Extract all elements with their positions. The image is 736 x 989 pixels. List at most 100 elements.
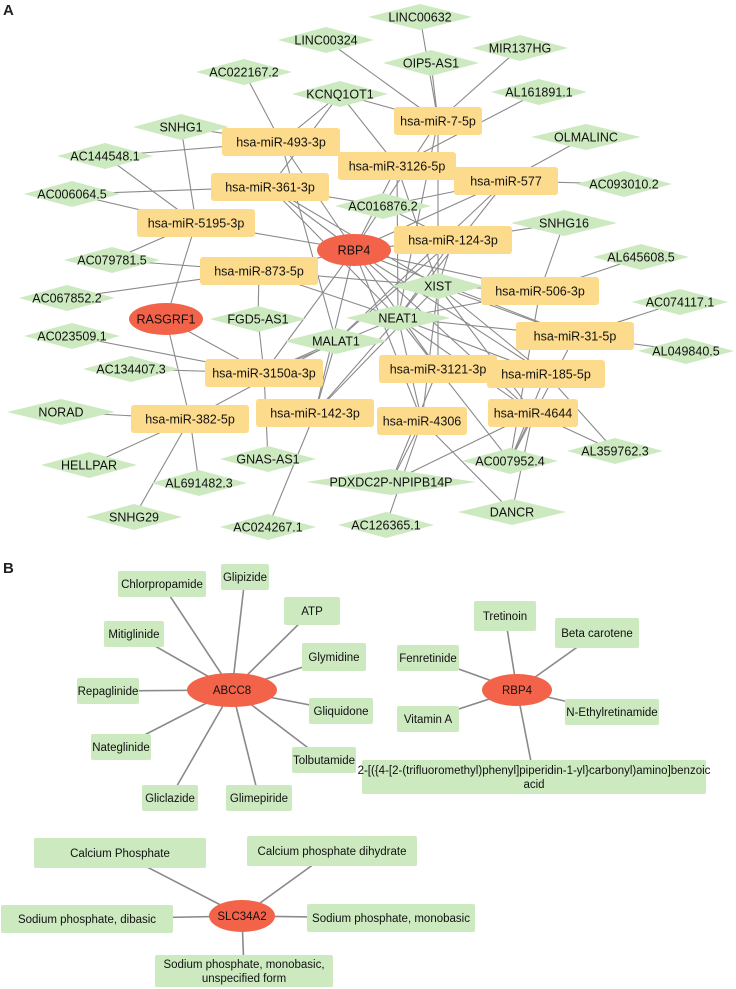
node-olmalinc[interactable]: OLMALINC bbox=[531, 124, 641, 150]
node-ac007952-4[interactable]: AC007952.4 bbox=[462, 448, 558, 474]
node-kcnq1ot1[interactable]: KCNQ1OT1 bbox=[292, 81, 388, 107]
node-fgd5-as1[interactable]: FGD5-AS1 bbox=[210, 306, 306, 332]
node-ac067852-2[interactable]: AC067852.2 bbox=[19, 285, 115, 311]
node-hsa-mir-185-5p[interactable]: hsa-miR-185-5p bbox=[487, 360, 605, 388]
node-hsa-mir-873-5p[interactable]: hsa-miR-873-5p bbox=[200, 257, 318, 285]
gene-node-slc34a2[interactable]: SLC34A2 bbox=[209, 900, 275, 932]
node-ac079781-5[interactable]: AC079781.5 bbox=[64, 247, 160, 273]
drug-node-nateglinide[interactable]: Nateglinide bbox=[91, 734, 151, 760]
node-rbp4[interactable]: RBP4 bbox=[317, 234, 391, 266]
node-hsa-mir-142-3p[interactable]: hsa-miR-142-3p bbox=[256, 399, 374, 427]
node-gnas-as1[interactable]: GNAS-AS1 bbox=[220, 446, 316, 472]
node-hsa-mir-3126-5p[interactable]: hsa-miR-3126-5p bbox=[338, 152, 456, 180]
node-ac024267-1[interactable]: AC024267.1 bbox=[220, 514, 316, 540]
drug-node-glipizide[interactable]: Glipizide bbox=[221, 564, 269, 590]
drug-box bbox=[307, 904, 475, 932]
node-linc00632[interactable]: LINC00632 bbox=[368, 4, 472, 30]
node-pdxdc2p-npipb14p[interactable]: PDXDC2P-NPIPB14P bbox=[306, 469, 476, 495]
drug-node-gliclazide[interactable]: Gliclazide bbox=[142, 785, 198, 811]
drug-node-chlorpropamide[interactable]: Chlorpropamide bbox=[118, 571, 206, 597]
node-hsa-mir-577[interactable]: hsa-miR-577 bbox=[454, 167, 558, 195]
node-ac016876-2[interactable]: AC016876.2 bbox=[335, 193, 431, 219]
node-oip5-as1[interactable]: OIP5-AS1 bbox=[383, 50, 479, 76]
node-hsa-mir-3121-3p[interactable]: hsa-miR-3121-3p bbox=[379, 355, 497, 383]
node-snhg16[interactable]: SNHG16 bbox=[511, 210, 617, 236]
drug-node-tolbutamide[interactable]: Tolbutamide bbox=[292, 747, 356, 773]
drug-node-gliquidone[interactable]: Gliquidone bbox=[309, 698, 373, 724]
node-label: FGD5-AS1 bbox=[227, 313, 288, 327]
drug-node-fenretinide[interactable]: Fenretinide bbox=[397, 645, 459, 671]
node-hsa-mir-506-3p[interactable]: hsa-miR-506-3p bbox=[481, 277, 599, 305]
node-ac144548-1[interactable]: AC144548.1 bbox=[57, 143, 153, 169]
node-label: LINC00632 bbox=[388, 11, 451, 25]
node-ac134407-3[interactable]: AC134407.3 bbox=[83, 356, 179, 382]
node-label: AL359762.3 bbox=[581, 445, 648, 459]
drug-node-2-4-2-trifluoromethyl-phenyl-piperidin-1-yl-carbonyl-amino-benzoic-acid[interactable]: 2-[({4-[2-(trifluoromethyl)phenyl]piperi… bbox=[358, 760, 711, 794]
drug-node-beta-carotene[interactable]: Beta carotene bbox=[555, 618, 639, 648]
node-mir137hg[interactable]: MIR137HG bbox=[472, 35, 568, 61]
node-al691482-3[interactable]: AL691482.3 bbox=[151, 470, 247, 496]
drug-node-mitiglinide[interactable]: Mitiglinide bbox=[104, 621, 164, 647]
node-linc00324[interactable]: LINC00324 bbox=[278, 27, 374, 53]
node-label: hsa-miR-3126-5p bbox=[349, 160, 446, 174]
drug-label: Nateglinide bbox=[92, 742, 150, 754]
node-hsa-mir-361-3p[interactable]: hsa-miR-361-3p bbox=[211, 173, 329, 201]
node-label: RBP4 bbox=[338, 244, 371, 258]
drug-node-tretinoin[interactable]: Tretinoin bbox=[474, 601, 536, 631]
node-label: AL691482.3 bbox=[165, 477, 232, 491]
drug-node-n-ethylretinamide[interactable]: N-Ethylretinamide bbox=[565, 699, 659, 725]
gene-node-abcc8[interactable]: ABCC8 bbox=[187, 673, 277, 707]
drug-box bbox=[77, 678, 139, 704]
lncrna-diamond bbox=[346, 305, 450, 331]
lncrna-diamond bbox=[338, 512, 434, 538]
drug-node-vitamin-a[interactable]: Vitamin A bbox=[397, 706, 459, 732]
drug-box bbox=[474, 601, 536, 631]
node-snhg29[interactable]: SNHG29 bbox=[86, 504, 182, 530]
drug-node-sodium-phosphate-monobasic-unspecified-form[interactable]: Sodium phosphate, monobasic,unspecified … bbox=[155, 955, 333, 987]
node-hsa-mir-4306[interactable]: hsa-miR-4306 bbox=[377, 407, 467, 435]
drug-node-repaglinide[interactable]: Repaglinide bbox=[77, 678, 139, 704]
node-hsa-mir-31-5p[interactable]: hsa-miR-31-5p bbox=[516, 322, 634, 350]
gene-node-rbp4[interactable]: RBP4 bbox=[482, 674, 552, 706]
node-ac023509-1[interactable]: AC023509.1 bbox=[24, 323, 120, 349]
node-ac093010-2[interactable]: AC093010.2 bbox=[576, 171, 672, 197]
node-ac126365-1[interactable]: AC126365.1 bbox=[338, 512, 434, 538]
node-ac074117-1[interactable]: AC074117.1 bbox=[632, 289, 728, 315]
node-hsa-mir-4644[interactable]: hsa-miR-4644 bbox=[488, 399, 578, 427]
node-snhg1[interactable]: SNHG1 bbox=[133, 114, 229, 140]
node-al645608-5[interactable]: AL645608.5 bbox=[593, 244, 689, 270]
node-malat1[interactable]: MALAT1 bbox=[284, 328, 388, 354]
node-hellpar[interactable]: HELLPAR bbox=[41, 452, 137, 478]
node-hsa-mir-7-5p[interactable]: hsa-miR-7-5p bbox=[394, 107, 482, 135]
node-hsa-mir-3150a-3p[interactable]: hsa-miR-3150a-3p bbox=[205, 359, 323, 387]
node-hsa-mir-493-3p[interactable]: hsa-miR-493-3p bbox=[222, 128, 340, 156]
drug-node-glimepiride[interactable]: Glimepiride bbox=[226, 785, 292, 811]
node-label: DANCR bbox=[490, 506, 534, 520]
node-label: AC007952.4 bbox=[475, 455, 545, 469]
node-dancr[interactable]: DANCR bbox=[458, 499, 566, 525]
drug-node-atp[interactable]: ATP bbox=[284, 597, 340, 625]
node-label: AC067852.2 bbox=[32, 292, 102, 306]
node-al161891-1[interactable]: AL161891.1 bbox=[491, 79, 587, 105]
node-hsa-mir-5195-3p[interactable]: hsa-miR-5195-3p bbox=[137, 209, 255, 237]
drug-box bbox=[118, 571, 206, 597]
node-xist[interactable]: XIST bbox=[392, 273, 484, 299]
node-al049840-5[interactable]: AL049840.5 bbox=[638, 338, 734, 364]
drug-node-glymidine[interactable]: Glymidine bbox=[302, 643, 366, 671]
drug-node-sodium-phosphate-dibasic[interactable]: Sodium phosphate, dibasic bbox=[1, 905, 173, 933]
node-ac006064-5[interactable]: AC006064.5 bbox=[24, 181, 120, 207]
node-rasgrf1[interactable]: RASGRF1 bbox=[129, 303, 203, 335]
node-ac022167-2[interactable]: AC022167.2 bbox=[196, 59, 292, 85]
drug-label: Tolbutamide bbox=[293, 755, 355, 767]
node-norad[interactable]: NORAD bbox=[7, 399, 115, 425]
drug-node-sodium-phosphate-monobasic[interactable]: Sodium phosphate, monobasic bbox=[307, 904, 475, 932]
node-neat1[interactable]: NEAT1 bbox=[346, 305, 450, 331]
mirna-box bbox=[516, 322, 634, 350]
drug-node-calcium-phosphate-dihydrate[interactable]: Calcium phosphate dihydrate bbox=[247, 836, 417, 866]
node-hsa-mir-124-3p[interactable]: hsa-miR-124-3p bbox=[394, 226, 512, 254]
edge-ac007952-4-to-hsa-mir-3121-3p bbox=[437, 368, 511, 462]
node-al359762-3[interactable]: AL359762.3 bbox=[567, 438, 663, 464]
drug-node-calcium-phosphate[interactable]: Calcium Phosphate bbox=[34, 838, 206, 868]
node-hsa-mir-382-5p[interactable]: hsa-miR-382-5p bbox=[131, 405, 249, 433]
